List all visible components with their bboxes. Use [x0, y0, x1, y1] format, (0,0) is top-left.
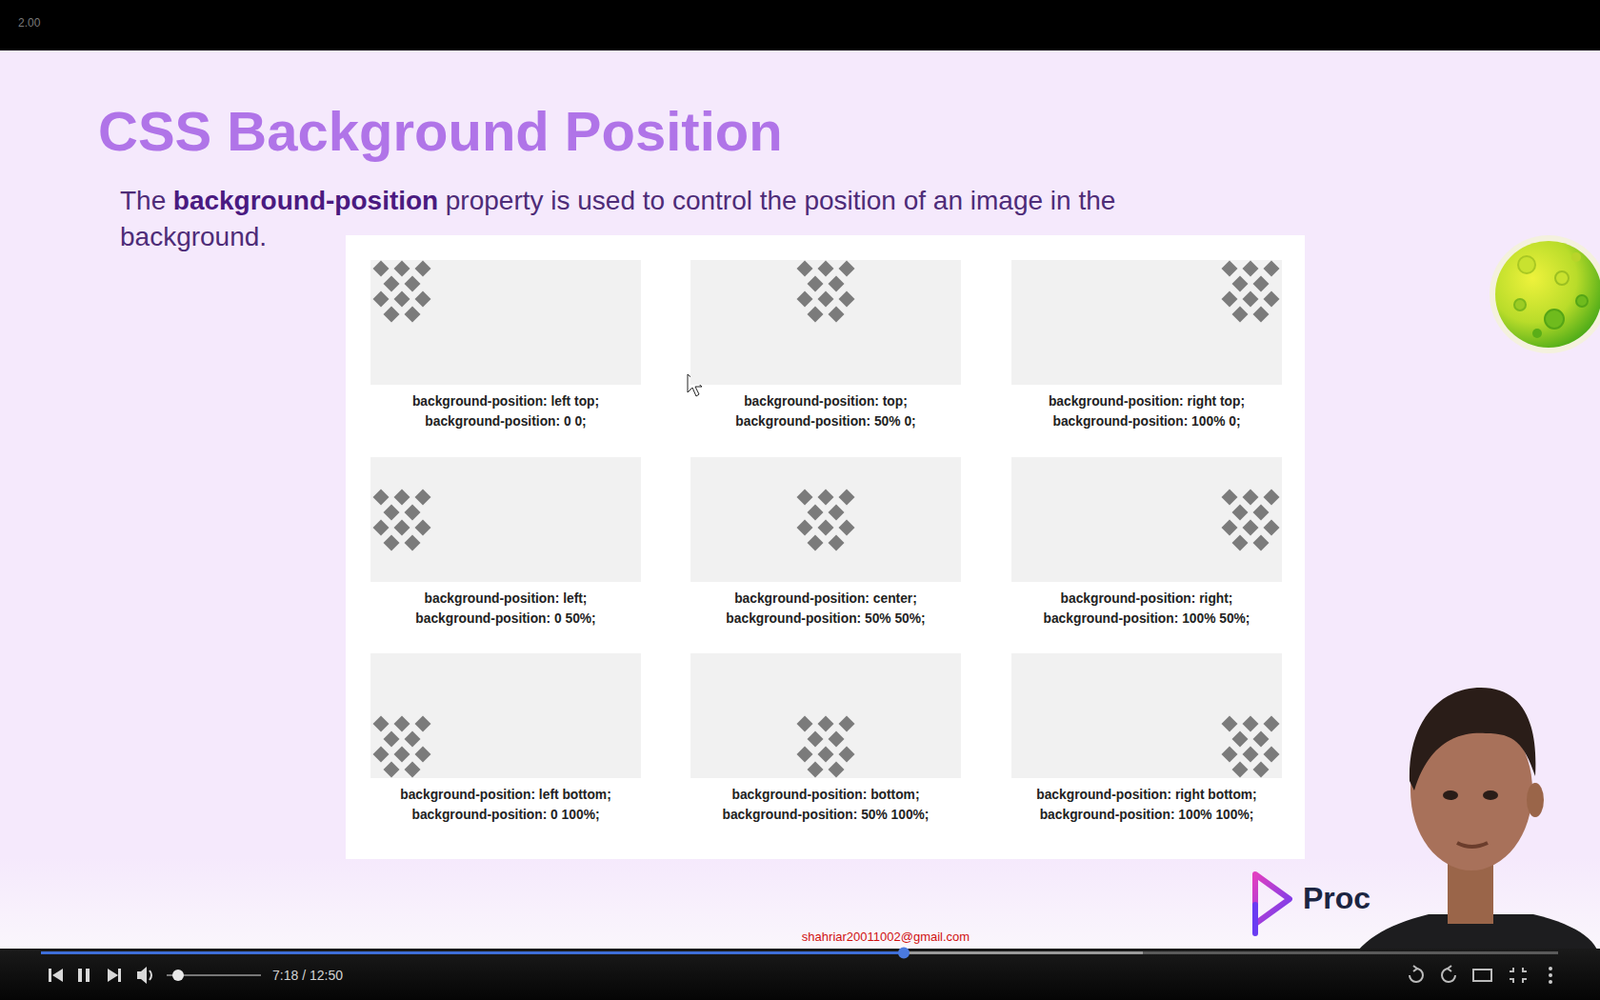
- background-preview: [1011, 457, 1282, 582]
- code-caption: background-position: 50% 50%;: [690, 608, 961, 629]
- brand-logo: [1255, 874, 1290, 934]
- player-right-controls: [1409, 965, 1527, 983]
- diamond-pattern: [1219, 715, 1282, 779]
- code-caption: background-position: bottom;: [690, 784, 961, 805]
- code-caption: background-position: right;: [1011, 588, 1282, 609]
- property-name: background-position: [173, 185, 439, 216]
- diamond-pattern: [370, 488, 434, 552]
- example-panel: background-position: center;background-p…: [690, 457, 961, 629]
- description-text: The: [120, 185, 166, 216]
- code-caption: background-position: right top;: [1011, 391, 1282, 412]
- background-preview: [370, 653, 641, 779]
- code-caption: background-position: left bottom;: [370, 784, 641, 805]
- code-caption: background-position: 0 0;: [370, 411, 641, 432]
- code-caption: background-position: right bottom;: [1011, 784, 1282, 805]
- example-panel: background-position: top;background-posi…: [690, 260, 961, 432]
- code-caption: background-position: left top;: [370, 391, 641, 412]
- diamond-pattern: [794, 715, 858, 779]
- brand-name: Proc: [1302, 880, 1371, 917]
- playback-speed: 2.00: [18, 16, 40, 30]
- diamond-pattern: [794, 488, 858, 552]
- example-panel: background-position: left top;background…: [370, 260, 641, 432]
- progress-bar: [40, 947, 1559, 960]
- code-caption: background-position: 100% 0;: [1011, 411, 1282, 432]
- example-panel: background-position: left bottom;backgro…: [370, 653, 641, 825]
- code-caption: background-position: top;: [690, 391, 961, 412]
- player-controls: [48, 966, 261, 984]
- controls-bar: [0, 948, 1600, 1000]
- background-preview: [370, 457, 641, 582]
- background-preview: [1011, 653, 1282, 779]
- diamond-pattern: [1219, 260, 1282, 323]
- more-menu: [1548, 966, 1553, 984]
- watermark-email: shahriar20011002@gmail.com: [695, 929, 1077, 944]
- code-caption: background-position: 100% 50%;: [1011, 608, 1282, 629]
- code-caption: background-position: 50% 100%;: [690, 804, 961, 825]
- background-preview: [690, 457, 961, 582]
- code-caption: background-position: 0 100%;: [370, 804, 641, 825]
- slide-title: CSS Background Position: [98, 99, 783, 163]
- time-display: 7:18 / 12:50: [272, 967, 343, 983]
- code-caption: background-position: 50% 0;: [690, 411, 961, 432]
- planet-decoration: [1489, 235, 1600, 354]
- example-panel: background-position: right;background-po…: [1011, 457, 1282, 629]
- example-panel: background-position: right bottom;backgr…: [1011, 653, 1282, 825]
- diamond-pattern: [370, 260, 434, 323]
- background-preview: [690, 653, 961, 779]
- slide-panel: [345, 235, 1305, 860]
- slide-description: Thebackground-positionproperty is used t…: [120, 182, 1178, 256]
- background-preview: [370, 260, 641, 385]
- code-caption: background-position: 100% 100%;: [1011, 804, 1282, 825]
- code-caption: background-position: center;: [690, 588, 961, 609]
- background-preview: [1011, 260, 1282, 385]
- background-preview: [690, 260, 961, 385]
- diamond-pattern: [370, 715, 434, 779]
- example-panel: background-position: right top;backgroun…: [1011, 260, 1282, 432]
- example-panel: background-position: left;background-pos…: [370, 457, 641, 629]
- top-bar: [0, 0, 1600, 51]
- code-caption: background-position: 0 50%;: [370, 608, 641, 629]
- diamond-pattern: [1219, 488, 1282, 552]
- bottom-fade: [0, 857, 1600, 949]
- diamond-pattern: [794, 260, 858, 323]
- code-caption: background-position: left;: [370, 588, 641, 609]
- example-panel: background-position: bottom;background-p…: [690, 653, 961, 825]
